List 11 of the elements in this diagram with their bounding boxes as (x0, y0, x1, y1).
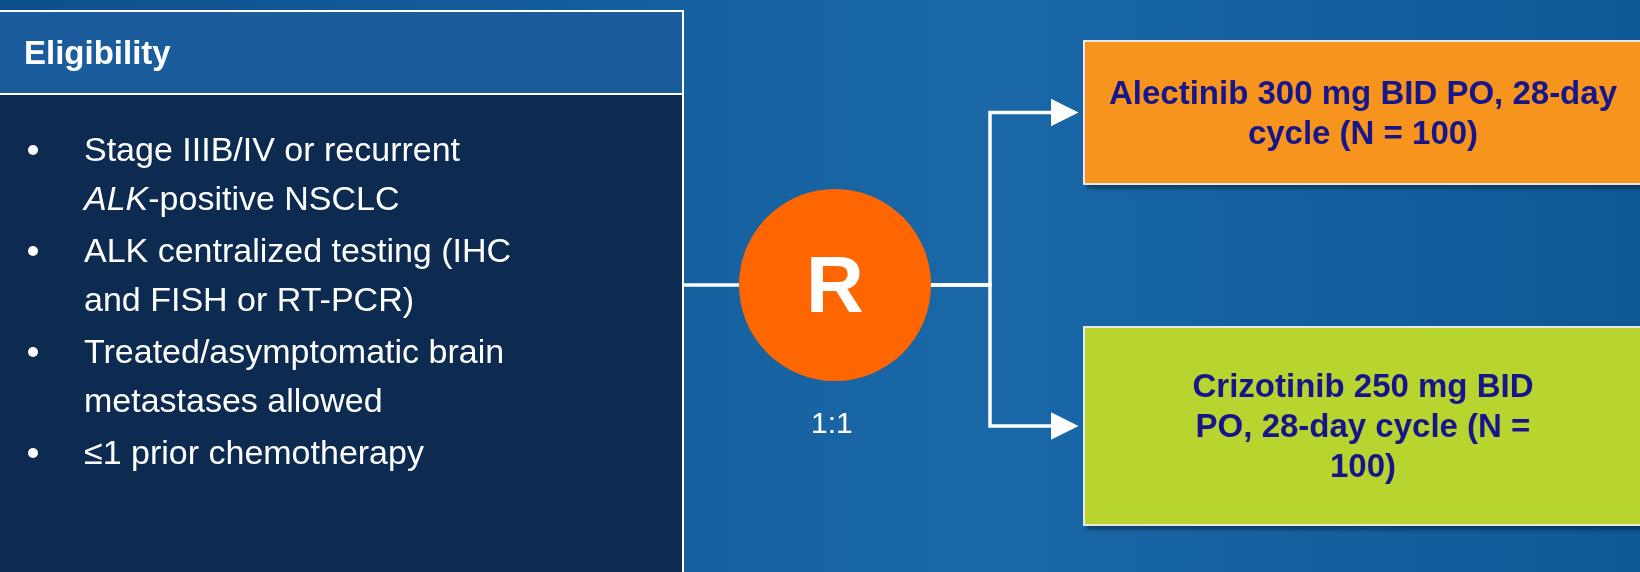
bullet-item: ALK centralized testing (IHC and FISH or RT-PCR) (84, 230, 513, 320)
panel-heading: Eligibility (0, 10, 684, 95)
treatment-box: Crizotinib 250 mg BID PO, 28-day cycle (N = 100) (1083, 326, 1640, 526)
treatment-box: Alectinib 300 mg BID PO, 28-day cycle (N = 100) (1083, 40, 1640, 185)
bullet-item: ≤1 prior chemotherapy (84, 432, 425, 473)
ratio-label: 1:1 (811, 406, 853, 440)
bullet-item: Stage IIIB/IV or recurrent ALK-positive NSCLC (84, 129, 462, 219)
bullet-item: Treated/asymptomatic brain metastases allowed (84, 331, 506, 421)
connector-line (684, 283, 739, 287)
arrow (931, 283, 1079, 440)
randomization-circle: R (739, 189, 931, 381)
